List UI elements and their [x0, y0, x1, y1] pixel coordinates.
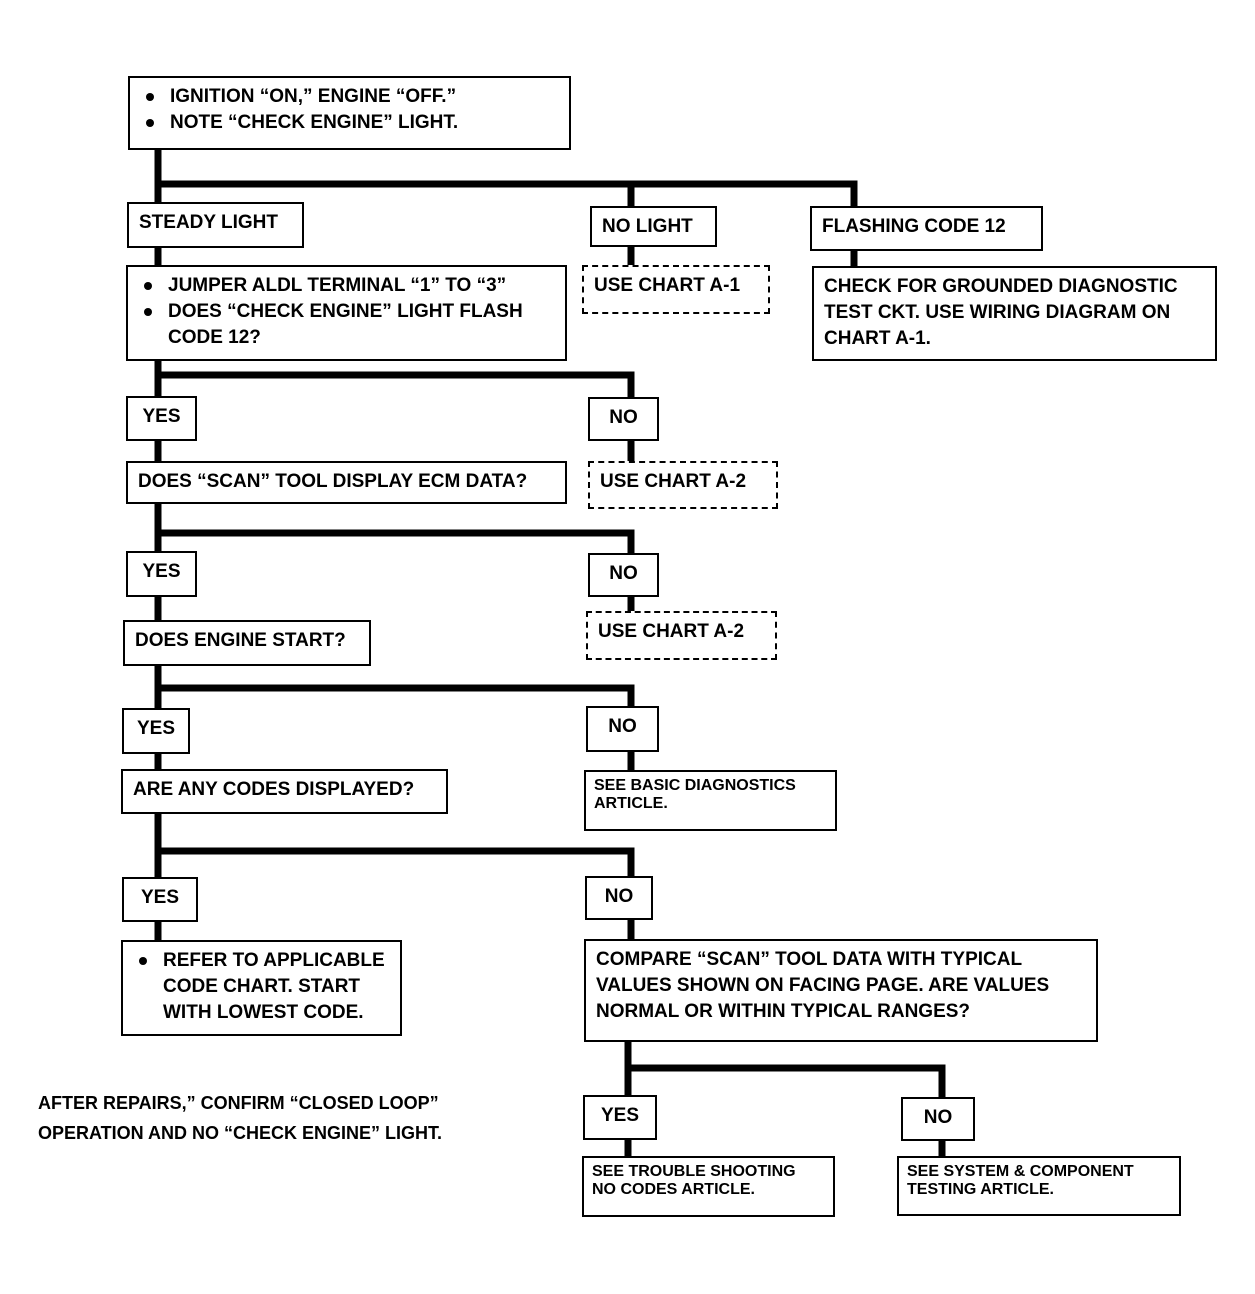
no-light-box: NO LIGHT	[590, 206, 717, 247]
jumper-aldl-box: JUMPER ALDL TERMINAL “1” TO “3” DOES “CH…	[126, 265, 567, 361]
connector-start-to-light-branches	[154, 144, 858, 210]
no-after-jumper: NO	[588, 397, 659, 441]
system-testing-line-1: SEE SYSTEM & COMPONENT	[907, 1163, 1134, 1180]
grounded-line-2: TEST CKT. USE WIRING DIAGRAM ON	[824, 302, 1171, 323]
connector-jumper-branch	[154, 356, 635, 402]
use-chart-a2-box-1: USE CHART A-2	[588, 461, 778, 509]
bullet-refer-code-chart: REFER TO APPLICABLE CODE CHART. START WI…	[133, 948, 390, 1026]
compare-line-3: NORMAL OR WITHIN TYPICAL RANGES?	[596, 1001, 971, 1022]
after-repairs-line-2: OPERATION AND NO “CHECK ENGINE” LIGHT.	[38, 1123, 443, 1143]
yes-after-codes: YES	[122, 877, 198, 922]
bullet-jumper-aldl: JUMPER ALDL TERMINAL “1” TO “3”	[138, 273, 555, 299]
connector-compare-branch	[624, 1037, 946, 1101]
connector-engine-start-branch	[154, 661, 635, 713]
after-repairs-note: AFTER REPAIRS,” CONFIRM “CLOSED LOOP” OP…	[38, 1088, 442, 1148]
compare-scan-data-box: COMPARE “SCAN” TOOL DATA WITH TYPICAL VA…	[584, 939, 1098, 1042]
troubleshooting-line-1: SEE TROUBLE SHOOTING	[592, 1163, 796, 1180]
basic-diagnostics-line-2: ARTICLE.	[594, 795, 668, 812]
grounded-line-3: CHART A-1.	[824, 328, 931, 349]
steady-light-box: STEADY LIGHT	[127, 202, 304, 248]
bullet-flash-code-12-question: DOES “CHECK ENGINE” LIGHT FLASH CODE 12?	[138, 299, 555, 351]
yes-after-compare: YES	[583, 1095, 657, 1140]
use-chart-a1-box: USE CHART A-1	[582, 265, 770, 314]
engine-start-question-box: DOES ENGINE START?	[123, 620, 371, 666]
no-after-scan: NO	[588, 553, 659, 597]
grounded-diagnostic-box: CHECK FOR GROUNDED DIAGNOSTIC TEST CKT. …	[812, 266, 1217, 361]
grounded-line-1: CHECK FOR GROUNDED DIAGNOSTIC	[824, 276, 1178, 297]
compare-line-1: COMPARE “SCAN” TOOL DATA WITH TYPICAL	[596, 949, 1023, 970]
codes-displayed-question-box: ARE ANY CODES DISPLAYED?	[121, 769, 448, 814]
no-after-codes: NO	[585, 876, 653, 920]
start-ignition-box: IGNITION “ON,” ENGINE “OFF.” NOTE “CHECK…	[128, 76, 571, 150]
yes-after-scan: YES	[126, 551, 197, 597]
flashing-code-12-box: FLASHING CODE 12	[810, 206, 1043, 251]
after-repairs-line-1: AFTER REPAIRS,” CONFIRM “CLOSED LOOP”	[38, 1093, 439, 1113]
compare-line-2: VALUES SHOWN ON FACING PAGE. ARE VALUES	[596, 975, 1050, 996]
system-testing-line-2: TESTING ARTICLE.	[907, 1181, 1054, 1198]
yes-after-engine-start: YES	[122, 708, 190, 754]
basic-diagnostics-line-1: SEE BASIC DIAGNOSTICS	[594, 777, 796, 794]
yes-after-jumper: YES	[126, 396, 197, 441]
connector-codes-branch	[154, 809, 635, 882]
scan-tool-question-box: DOES “SCAN” TOOL DISPLAY ECM DATA?	[126, 461, 567, 504]
troubleshooting-line-2: NO CODES ARTICLE.	[592, 1181, 755, 1198]
connector-scan-branch	[154, 499, 635, 556]
refer-code-chart-box: REFER TO APPLICABLE CODE CHART. START WI…	[121, 940, 402, 1036]
use-chart-a2-box-2: USE CHART A-2	[586, 611, 777, 660]
no-after-engine-start: NO	[586, 706, 659, 752]
troubleshooting-no-codes-box: SEE TROUBLE SHOOTING NO CODES ARTICLE.	[582, 1156, 835, 1217]
bullet-ignition-on: IGNITION “ON,” ENGINE “OFF.”	[140, 84, 559, 110]
basic-diagnostics-box: SEE BASIC DIAGNOSTICS ARTICLE.	[584, 770, 837, 831]
bullet-note-check-engine: NOTE “CHECK ENGINE” LIGHT.	[140, 110, 559, 136]
no-after-compare: NO	[901, 1097, 975, 1141]
system-component-testing-box: SEE SYSTEM & COMPONENT TESTING ARTICLE.	[897, 1156, 1181, 1216]
